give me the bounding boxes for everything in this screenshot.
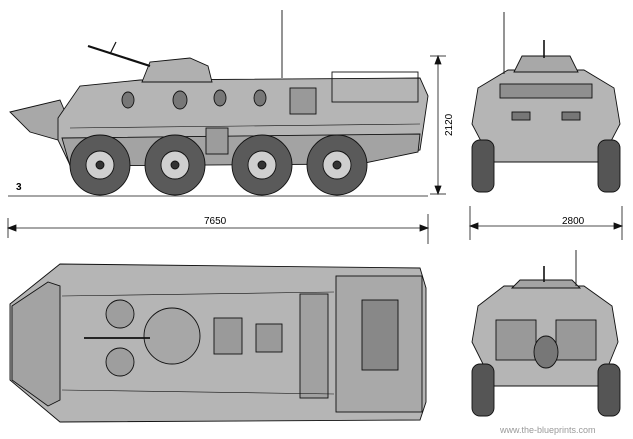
side-wheels: [69, 134, 368, 196]
width-dimension: [468, 206, 624, 240]
height-dimension: [430, 54, 446, 196]
side-view: [8, 10, 429, 197]
watermark: www.the-blueprints.com: [499, 425, 596, 435]
side-rear-rail: [331, 71, 419, 103]
side-machine-gun: [87, 44, 151, 68]
sheet-mark: 3: [16, 182, 22, 193]
rear-tyres: [471, 363, 621, 417]
front-view: [471, 12, 621, 193]
side-turret: [141, 57, 213, 83]
front-turret: [513, 55, 579, 73]
front-tyres: [471, 139, 621, 193]
top-turret: [143, 307, 201, 365]
width-label: 2800: [562, 216, 585, 227]
length-dimension: [6, 214, 430, 244]
height-label: 2120: [444, 113, 455, 136]
top-view: [9, 263, 427, 423]
length-label: 7650: [204, 216, 227, 227]
rear-view: [471, 250, 621, 417]
